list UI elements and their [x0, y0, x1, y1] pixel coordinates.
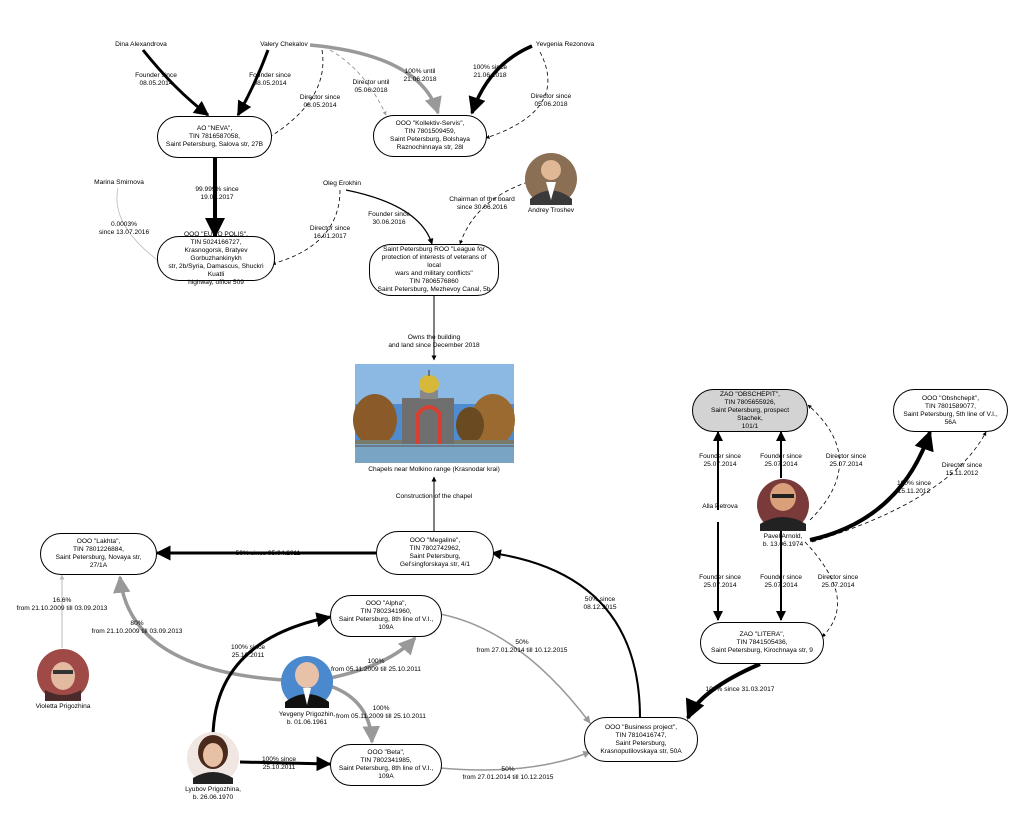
- edge-alpha-business: [439, 613, 591, 724]
- company-league[interactable]: Saint Petersburg ROO "League for protect…: [369, 244, 499, 296]
- label-oleg-league: Founder since 30.06.2016: [368, 211, 410, 226]
- edge-litera-business: [685, 662, 761, 720]
- edge-yevgenia-koll-share: [468, 44, 533, 115]
- company-megaline[interactable]: OOO "Megaline", TIN 7802742962, Saint Pe…: [376, 531, 494, 575]
- label-yevgenia-koll-director: Director since 05.06.2018: [530, 93, 572, 108]
- person-pavel-arnold: Pavel Arnold, b. 13.06.1974: [762, 533, 804, 548]
- portrait-lyubov: [187, 732, 239, 784]
- label-yevgeny-beta: 100% from 05.11.2009 till 25.10.2011: [336, 705, 426, 720]
- label-beta-business: 50% from 27.01.2014 till 10.12.2015: [462, 766, 554, 781]
- edge-dina-neva: [141, 49, 210, 117]
- portrait-yevgeny: [281, 656, 333, 708]
- label-alla-litera: Founder since 25.07.2014: [699, 574, 741, 589]
- edge-beta-business: [439, 751, 591, 771]
- label-lyubov-alpha: 100% since 25.10.2011: [230, 644, 266, 659]
- person-andrey-troshev: Andrey Troshev: [527, 207, 575, 214]
- label-neva-europolis: 99.999% since 19.01.2017: [195, 186, 239, 201]
- label-litera-business: 100% since 31.03.2017: [705, 686, 775, 693]
- person-oleg-erokhin: Oleg Erokhin: [322, 180, 362, 187]
- label-valery-neva-founder: Founder since 08.05.2014: [249, 72, 291, 87]
- label-dina-neva: Founder since 08.05.2014: [135, 72, 177, 87]
- edge-pavel-obshchepit-director: [811, 431, 987, 543]
- label-megaline-chapel: Construction of the chapel: [395, 493, 473, 500]
- company-business-project[interactable]: OOO "Business project", TIN 7810416747, …: [584, 717, 698, 762]
- edge-oleg-europolis: [271, 189, 341, 265]
- label-business-megaline: 50% since 08.12.2015: [583, 596, 617, 611]
- label-alla-obschepit: Founder since 25.07.2014: [699, 453, 741, 468]
- edge-yevgeny-alpha: [329, 636, 417, 680]
- label-pavel-litera-founder: Founder since 25.07.2014: [760, 574, 802, 589]
- person-yevgeny-prigozhin: Yevgeny Prigozhin, b. 01.06.1961: [278, 711, 336, 726]
- label-pavel-litera-director: Director since 25.07.2014: [817, 574, 859, 589]
- label-valery-koll-director: Director until 05.06.2018: [352, 79, 390, 94]
- company-euro-polis[interactable]: OOO "EURO POLIS", TIN 5024166727, Krasno…: [157, 231, 275, 286]
- label-league-chapel: Owns the building and land since Decembe…: [388, 334, 480, 349]
- edge-lyubov-beta: [239, 756, 332, 772]
- edge-yevgeny-lakhta: [112, 575, 285, 682]
- label-yevgeny-lakhta: 80% from 21.10.2009 till 03.09.2013: [91, 620, 183, 635]
- company-lakhta[interactable]: OOO "Lakhta", TIN 7801226884, Saint Pete…: [40, 533, 157, 575]
- label-pavel-obshchepit-director: Director since 15.11.2012: [941, 462, 983, 477]
- person-lyubov-prigozhina: Lyubov Prigozhina, b. 26.06.1970: [185, 786, 241, 801]
- portrait-pavel: [757, 479, 809, 531]
- edge-pavel-obschepit-director: [807, 404, 840, 521]
- company-obshchepit-ooo[interactable]: OOO "Obshchepit", TIN 7801589077, Saint …: [893, 389, 1008, 432]
- label-pavel-obschepit-founder: Founder since 25.07.2014: [760, 453, 802, 468]
- label-valery-koll-share: 100% until 21.06.2018: [403, 68, 437, 83]
- label-violetta-lakhta: 16.6% from 21.10.2009 till 03.09.2013: [16, 597, 108, 612]
- person-valery-chekalov: Valery Chekalov: [260, 41, 308, 48]
- label-pavel-obshchepit-share: 100% since 15.11.2012: [896, 480, 932, 495]
- edge-valery-neva-founder: [236, 49, 270, 117]
- person-marina-smirnova: Marina Smirnova: [94, 179, 144, 186]
- edge-lyubov-alpha: [211, 612, 332, 737]
- edge-valery-neva-director: [267, 49, 324, 139]
- edge-business-megaline: [491, 549, 641, 719]
- person-alla-petrova: Alla Petrova: [702, 503, 738, 510]
- label-pavel-obschepit-director: Director since 25.07.2014: [825, 453, 867, 468]
- label-andrey-league: Chairman of the board since 30.06.2016: [449, 196, 515, 211]
- edge-oleg-league: [345, 189, 434, 245]
- label-lyubov-beta: 100% since 25.10.2011: [261, 756, 297, 771]
- company-beta[interactable]: OOO "Beta", TIN 7802341985, Saint Peters…: [330, 744, 442, 786]
- edge-valery-koll-director: [329, 49, 387, 116]
- person-yevgenia-rezonova: Yevgenia Rezonova: [535, 41, 595, 48]
- label-yevgenia-koll-share: 100% since 21.06.2018: [472, 64, 508, 79]
- company-litera[interactable]: ZAO "LITERA", TIN 7841505436, Saint Pete…: [700, 622, 824, 664]
- label-alpha-business: 50% from 27.01.2014 till 10.12.2015: [476, 639, 568, 654]
- edge-yevgeny-beta: [329, 684, 380, 744]
- portrait-andrey: [525, 153, 577, 205]
- edge-yevgenia-koll-director: [485, 51, 549, 139]
- portrait-violetta: [37, 649, 89, 701]
- label-valery-neva-director: Director since 08.05.2014: [299, 94, 341, 109]
- person-violetta-prigozhina: Violetta Prigozhina: [35, 703, 91, 710]
- company-alpha[interactable]: OOO "Alpha", TIN 7802341960, Saint Peter…: [330, 595, 442, 637]
- label-megaline-lakhta: 50% since 05.04.2011: [235, 550, 301, 557]
- edge-andrey-league: [459, 181, 529, 245]
- edge-pavel-litera-director: [804, 541, 838, 638]
- company-obschepit-zao[interactable]: ZAO "OBSCHEPIT", TIN 7805655926, Saint P…: [692, 389, 808, 432]
- label-oleg-europolis: Director since 16.01.2017: [309, 225, 351, 240]
- edge-marina-europolis: [116, 187, 161, 263]
- person-dina-alexandrova: Dina Alexandrova: [115, 41, 167, 48]
- company-neva[interactable]: AO "NEVA", TIN 7816587058, Saint Petersb…: [157, 116, 272, 158]
- label-marina-europolis: 0.0003% since 13.07.2016: [98, 221, 150, 236]
- edge-pavel-obshchepit-share: [809, 430, 934, 542]
- edge-valery-koll-share: [309, 43, 442, 115]
- chapel-caption: Chapels near Molkino range (Krasnodar kr…: [368, 466, 500, 473]
- company-kollektiv-servis[interactable]: OOO "Kollektiv-Servis", TIN 7801509459, …: [373, 115, 487, 157]
- label-yevgeny-alpha: 100% from 05.11.2009 till 25.10.2011: [331, 658, 421, 673]
- chapel-photo: [353, 364, 515, 463]
